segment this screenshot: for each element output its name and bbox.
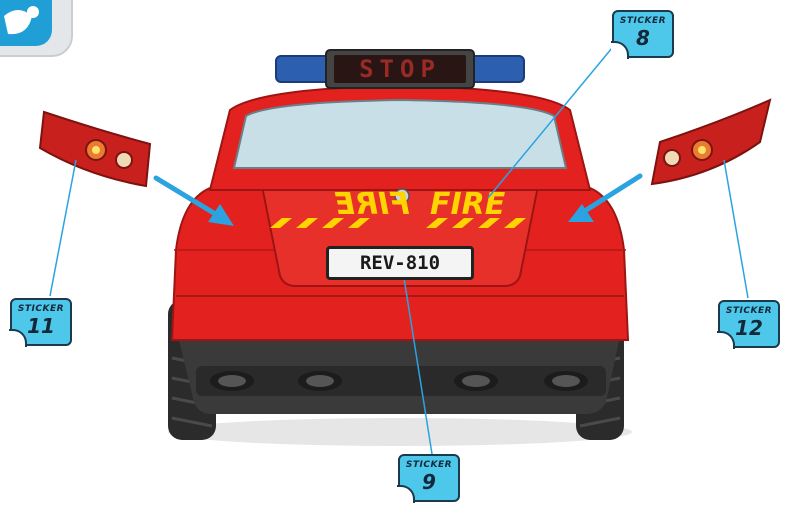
tail-light-right [652,100,770,184]
sticker-12-tag: STICKER 12 [718,300,780,348]
app-logo-icon [0,0,72,56]
stop-display: STOP [335,54,465,84]
sticker-12-number: 12 [718,317,780,339]
sticker-8-word: STICKER [612,16,674,26]
sticker-11-number: 11 [10,315,72,337]
sticker-9-word: STICKER [398,460,460,470]
fire-label-mirrored: FIRE [334,187,410,222]
license-plate-text: REV-810 [329,249,471,277]
fire-label: FIRE [430,187,506,222]
sticker-11-tag: STICKER 11 [10,298,72,346]
sticker-9-number: 9 [398,471,460,493]
rear-bumper [178,336,620,414]
tail-light-left [40,112,150,186]
sticker-8-tag: STICKER 8 [612,10,674,58]
sticker-11-word: STICKER [10,304,72,314]
sticker-9-tag: STICKER 9 [398,454,460,502]
license-plate: REV-810 [326,246,474,280]
sticker-8-number: 8 [612,27,674,49]
ground-shadow [168,418,632,446]
sticker-12-word: STICKER [718,306,780,316]
